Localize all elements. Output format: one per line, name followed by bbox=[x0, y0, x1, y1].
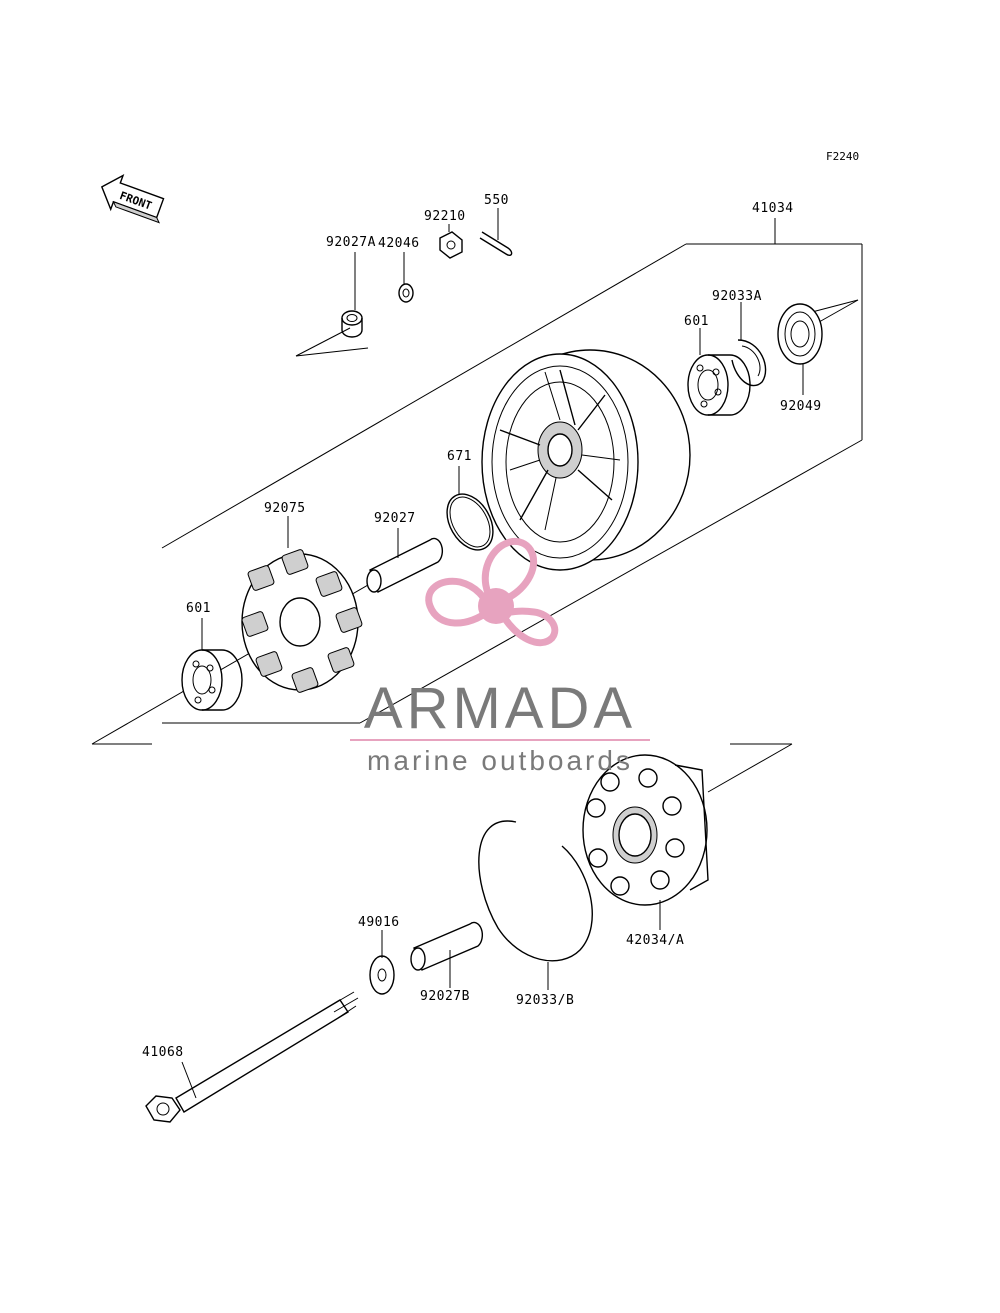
watermark-tagline: marine outboards bbox=[367, 745, 633, 776]
circlip-92033a bbox=[731, 302, 767, 387]
label-41068: 41068 bbox=[142, 1045, 184, 1060]
diagram-code: F2240 bbox=[826, 150, 859, 163]
label-92075: 92075 bbox=[264, 501, 306, 516]
sleeve-92027b bbox=[410, 921, 484, 988]
label-41034: 41034 bbox=[752, 201, 794, 216]
label-42034a: 42034/A bbox=[626, 933, 684, 948]
label-42046: 42046 bbox=[378, 236, 420, 251]
label-92027: 92027 bbox=[374, 511, 416, 526]
front-arrow-icon: FRONT bbox=[100, 173, 165, 224]
label-92033a: 92033A bbox=[712, 289, 762, 304]
cotter-pin-550 bbox=[479, 208, 513, 257]
collar-92027a bbox=[341, 252, 363, 338]
bearing-601-upper bbox=[687, 328, 751, 416]
nut-92210 bbox=[439, 224, 463, 259]
label-671: 671 bbox=[447, 449, 472, 464]
label-92027a: 92027A bbox=[326, 235, 376, 250]
damper-92075 bbox=[241, 516, 363, 693]
washer-42046 bbox=[398, 252, 414, 303]
axle-41068 bbox=[145, 991, 359, 1123]
oring-671 bbox=[446, 466, 494, 551]
wheel-hub bbox=[481, 349, 691, 571]
watermark-logo: ARMADA marine outboards bbox=[350, 538, 650, 776]
label-601-upper: 601 bbox=[684, 314, 709, 329]
label-92210: 92210 bbox=[424, 209, 466, 224]
bearing-601-lower bbox=[181, 618, 243, 711]
label-49016: 49016 bbox=[358, 915, 400, 930]
label-92027b: 92027B bbox=[420, 989, 470, 1004]
sleeve-92027 bbox=[366, 528, 444, 593]
sprocket-42034a bbox=[582, 754, 709, 930]
label-550: 550 bbox=[484, 193, 509, 208]
seal-92049 bbox=[777, 303, 823, 395]
washer-49016 bbox=[369, 930, 395, 995]
ring-92033b bbox=[478, 820, 593, 990]
label-601-lower: 601 bbox=[186, 601, 211, 616]
watermark-brand: ARMADA bbox=[364, 676, 636, 741]
assembly-outline bbox=[91, 218, 863, 793]
label-92049: 92049 bbox=[780, 399, 822, 414]
label-92033b: 92033/B bbox=[516, 993, 574, 1008]
propeller-icon bbox=[425, 538, 559, 647]
